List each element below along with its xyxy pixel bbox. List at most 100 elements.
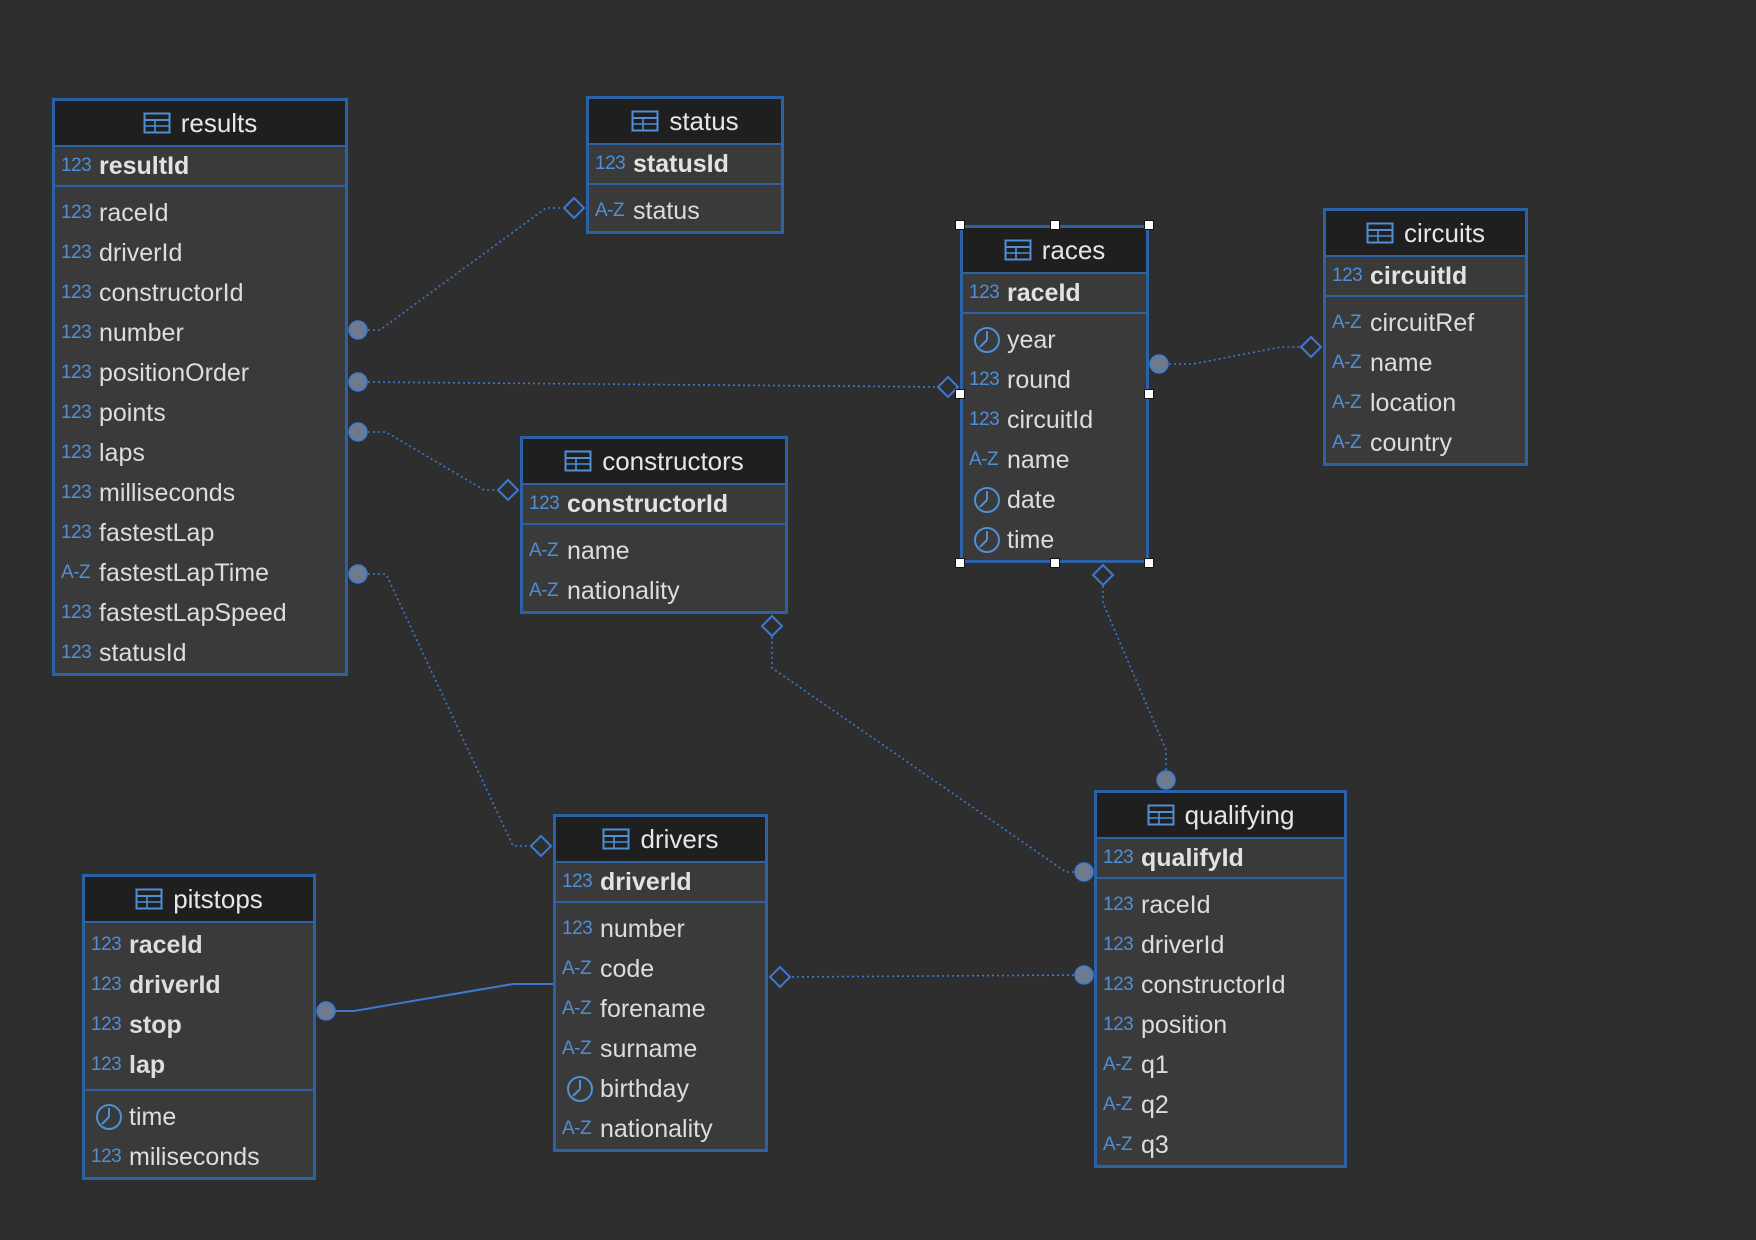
table-title: constructors bbox=[602, 445, 744, 476]
table-header[interactable]: status bbox=[589, 99, 781, 145]
resize-handle[interactable] bbox=[1049, 220, 1060, 230]
table-grid-icon bbox=[602, 828, 630, 850]
table-header[interactable]: races bbox=[963, 228, 1146, 274]
table-grid-icon bbox=[1147, 804, 1175, 826]
table-header[interactable]: constructors bbox=[523, 439, 785, 485]
link-results-races[interactable] bbox=[348, 372, 960, 399]
table-grid-icon bbox=[143, 112, 171, 134]
column-name: circuitId bbox=[1007, 405, 1094, 434]
text-type-icon: A-Z bbox=[562, 1038, 592, 1059]
resize-handle[interactable] bbox=[955, 220, 965, 230]
resize-handle[interactable] bbox=[1144, 558, 1154, 568]
column-row[interactable]: year bbox=[963, 320, 1146, 360]
link-pitstops-drivers[interactable] bbox=[316, 983, 553, 1021]
link-results-status[interactable] bbox=[348, 196, 586, 340]
text-type-icon: A-Z bbox=[1332, 432, 1362, 453]
column-row[interactable]: date bbox=[963, 480, 1146, 520]
table-header[interactable]: results bbox=[55, 101, 345, 147]
resize-handle[interactable] bbox=[1144, 220, 1154, 230]
table-header[interactable]: drivers bbox=[556, 817, 765, 863]
table-header[interactable]: qualifying bbox=[1097, 793, 1344, 839]
connector-dot bbox=[348, 372, 368, 392]
link-races-circuits[interactable] bbox=[1149, 335, 1323, 374]
column-name: q2 bbox=[1141, 1090, 1169, 1119]
link-qualifying-constructors[interactable] bbox=[760, 614, 1094, 882]
table-header[interactable]: circuits bbox=[1326, 211, 1525, 257]
column-name: fastestLapTime bbox=[99, 558, 269, 587]
link-results-drivers[interactable] bbox=[348, 564, 553, 858]
column-row[interactable]: time bbox=[85, 1097, 313, 1137]
resize-handle[interactable] bbox=[955, 389, 965, 399]
resize-handle[interactable] bbox=[1049, 558, 1060, 568]
column-row[interactable]: birthday bbox=[556, 1069, 765, 1109]
table-header[interactable]: pitstops bbox=[85, 877, 313, 923]
link-results-constructors[interactable] bbox=[348, 422, 520, 502]
connector-dot bbox=[348, 422, 368, 442]
resize-handle[interactable] bbox=[955, 558, 965, 568]
link-qualifying-races[interactable] bbox=[1091, 563, 1176, 790]
link-qualifying-drivers[interactable] bbox=[768, 965, 1094, 989]
column-name: year bbox=[1007, 325, 1056, 354]
column-row[interactable]: time bbox=[963, 520, 1146, 560]
column-name: positionOrder bbox=[99, 358, 250, 387]
resize-handle[interactable] bbox=[1144, 389, 1154, 399]
column-name: q1 bbox=[1141, 1050, 1169, 1079]
